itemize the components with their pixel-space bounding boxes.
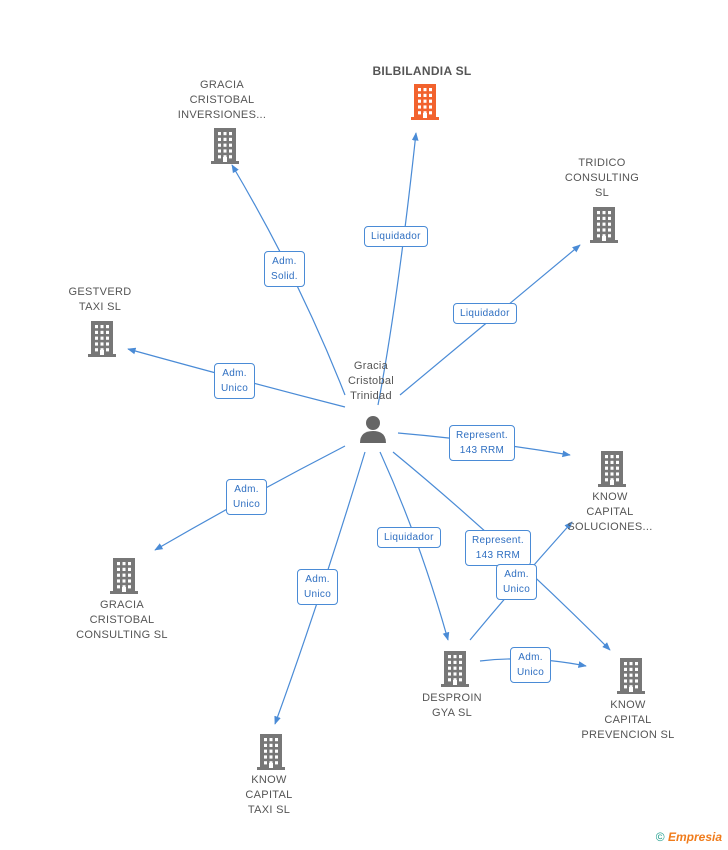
edge-label-adm-unico: Adm. Unico <box>496 564 538 600</box>
node-label-tridico[interactable]: TRIDICO CONSULTING SL <box>564 157 640 199</box>
building-icon[interactable] <box>596 451 628 492</box>
node-label-gestverd[interactable]: GESTVERD TAXI SL <box>68 286 132 313</box>
building-icon[interactable] <box>209 128 241 169</box>
edge-label-represent: Represent. 143 RRM <box>449 425 515 461</box>
edge-to-bilbilandia <box>377 132 419 406</box>
edge-label-represent: Represent. 143 RRM <box>465 530 531 566</box>
node-label-gracia-inversiones[interactable]: GRACIA CRISTOBAL INVERSIONES... <box>177 79 267 121</box>
node-label-know-capital-taxi[interactable]: KNOW CAPITAL TAXI SL <box>245 774 293 816</box>
edge-label-adm-unico: Adm. Unico <box>226 479 268 515</box>
node-label-know-capital-soluciones[interactable]: KNOW CAPITAL SOLUCIONES... <box>567 491 653 533</box>
building-icon[interactable] <box>615 658 647 699</box>
node-label-gracia-consulting[interactable]: GRACIA CRISTOBAL CONSULTING SL <box>76 599 168 641</box>
building-icon[interactable] <box>86 321 118 362</box>
edge-label-liquidador: Liquidador <box>364 226 428 247</box>
building-icon[interactable] <box>439 651 471 692</box>
building-icon[interactable] <box>588 207 620 248</box>
edge-label-liquidador: Liquidador <box>453 303 517 324</box>
building-icon[interactable] <box>409 84 441 125</box>
copyright-footer: © Empresia <box>655 830 722 844</box>
building-icon[interactable] <box>255 734 287 775</box>
edge-label-adm-unico: Adm. Unico <box>214 363 256 399</box>
node-label-desproin[interactable]: DESPROIN GYA SL <box>422 692 482 719</box>
center-person-name[interactable]: Gracia Cristobal Trinidad <box>347 360 395 402</box>
node-label-bilbilandia[interactable]: BILBILANDIA SL <box>372 64 472 78</box>
edge-label-adm-unico: Adm. Unico <box>510 647 552 683</box>
person-icon[interactable] <box>358 414 388 449</box>
building-icon[interactable] <box>108 558 140 599</box>
edge-label-adm-solid: Adm. Solid. <box>264 251 305 287</box>
node-label-know-capital-prevencion[interactable]: KNOW CAPITAL PREVENCION SL <box>581 699 675 741</box>
edge-label-adm-unico: Adm. Unico <box>297 569 339 605</box>
edge-label-liquidador: Liquidador <box>377 527 441 548</box>
brand-logo: Empresia <box>667 830 722 844</box>
